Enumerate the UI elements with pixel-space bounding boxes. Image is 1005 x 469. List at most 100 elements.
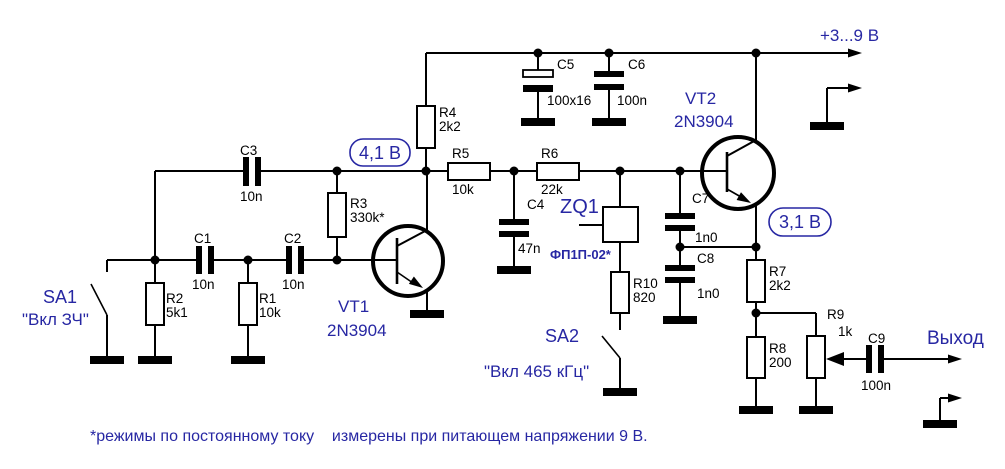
c6-capacitor [594, 71, 624, 90]
c1-ref: C1 [194, 231, 211, 246]
c6-value: 100n [617, 93, 647, 108]
r8-resistor-body [746, 336, 766, 379]
sa1-ref: SA1 [43, 287, 77, 307]
c5-electrolytic-capacitor [522, 69, 554, 92]
r10-ref: R10 [633, 276, 658, 291]
r2-ground-icon [138, 356, 172, 364]
c8-ground-icon [663, 316, 697, 324]
wire-c7-c8-column [679, 171, 756, 316]
c1-value: 10n [192, 277, 215, 292]
vt1-ref: VT1 [338, 297, 369, 316]
r1-resistor-body [238, 282, 258, 326]
r6-value: 22k [541, 182, 563, 197]
c8-ref: C8 [697, 251, 714, 266]
vt1-voltage-label: 4,1 В [359, 143, 401, 163]
c9-value: 100n [861, 378, 891, 393]
c2-value: 10n [282, 277, 305, 292]
sa1-switch-blade [90, 283, 108, 316]
r8-ground-icon [739, 406, 773, 414]
shield-top-arrow-icon [848, 83, 862, 93]
c5-ground-icon [521, 118, 555, 126]
footnote-text: *режимы по постоянному току измерены при… [90, 428, 648, 445]
vt2-ref: VT2 [685, 89, 716, 108]
c4-capacitor [499, 219, 529, 237]
r9-ref: R9 [827, 307, 844, 322]
r7-value: 2k2 [769, 278, 791, 293]
r9-potentiometer-body [806, 335, 826, 379]
r8-ref: R8 [769, 341, 786, 356]
vt2-transistor-symbol [700, 135, 776, 211]
r5-ref: R5 [452, 146, 469, 161]
r9-value: 1k [838, 324, 853, 339]
c6-ref: C6 [628, 57, 645, 72]
supply-arrow-icon [848, 48, 862, 58]
c5-ref: C5 [557, 57, 574, 72]
r1-ref: R1 [259, 291, 276, 306]
c4-value: 47n [518, 241, 541, 256]
vt1-emitter-line [396, 271, 414, 284]
wire-zq1-column [579, 171, 621, 272]
vt1-transistor-symbol [371, 224, 445, 298]
r3-ref: R3 [350, 196, 367, 211]
c7-ref: C7 [692, 191, 709, 206]
c4-ref: C4 [527, 197, 545, 212]
r8-value: 200 [769, 355, 792, 370]
vt2-voltage-bubble [768, 207, 832, 237]
r5-resistor-body [447, 162, 491, 181]
r10-value: 820 [633, 290, 656, 305]
sa2-function: "Вкл 465 кГц" [484, 362, 589, 381]
c5-value: 100x16 [547, 93, 591, 108]
vt1-ground-icon [410, 310, 444, 318]
c4-ground-icon [497, 266, 531, 274]
wire-shield-bottom [939, 397, 948, 420]
r1-ground-icon [231, 356, 265, 364]
c8-capacitor [665, 265, 695, 283]
vt2-emitter-line [726, 188, 742, 198]
r6-ref: R6 [541, 146, 558, 161]
shield-top-ground-icon [810, 122, 844, 130]
c2-ref: C2 [284, 231, 301, 246]
c1-capacitor [196, 246, 214, 274]
c3-value: 10n [240, 189, 263, 204]
zq1-ref: ZQ1 [560, 196, 599, 218]
r2-ref: R2 [166, 291, 183, 306]
shield-bottom-arrow-icon [948, 393, 962, 403]
vt2-voltage-label: 3,1 В [779, 212, 821, 232]
c6-ground-icon [592, 118, 626, 126]
r10-resistor-body [610, 271, 630, 314]
sa1-function: "Вкл ЗЧ" [22, 310, 89, 329]
vt2-emitter-arrow-icon [736, 192, 751, 203]
r2-value: 5k1 [166, 305, 188, 320]
r6-resistor-body [536, 162, 580, 181]
r3-value: 330k* [350, 210, 385, 225]
c9-ref: C9 [868, 331, 885, 346]
vt1-voltage-bubble [349, 138, 411, 167]
sa2-ground-icon [603, 388, 637, 396]
r7-ref: R7 [769, 264, 786, 279]
r7-resistor-body [746, 259, 766, 303]
r4-value: 2k2 [439, 119, 461, 134]
c7-capacitor [665, 213, 695, 231]
r4-ref: R4 [439, 105, 457, 120]
junction-dots [150, 48, 761, 318]
vt2-part: 2N3904 [674, 112, 734, 131]
zq1-part: ФП1П-02* [550, 247, 612, 262]
supply-voltage-label: +3...9 В [820, 26, 879, 45]
r3-resistor-body [327, 192, 347, 238]
vt1-part: 2N3904 [327, 321, 387, 340]
sa2-switch-blade [601, 335, 621, 359]
c9-capacitor [866, 345, 884, 373]
r9-ground-icon [799, 406, 833, 414]
vt1-emitter-arrow-icon [408, 276, 423, 288]
r4-resistor-body [416, 105, 436, 149]
c8-value: 1n0 [697, 286, 720, 301]
r9-wiper-arrow-icon [826, 352, 844, 366]
vt1-collector-wire [396, 171, 428, 247]
c3-ref: C3 [240, 143, 257, 158]
output-label: Выход [927, 328, 984, 349]
wire-shield-top [826, 87, 848, 122]
sa1-ground-icon [90, 356, 124, 364]
shield-bottom-ground-icon [923, 420, 957, 428]
